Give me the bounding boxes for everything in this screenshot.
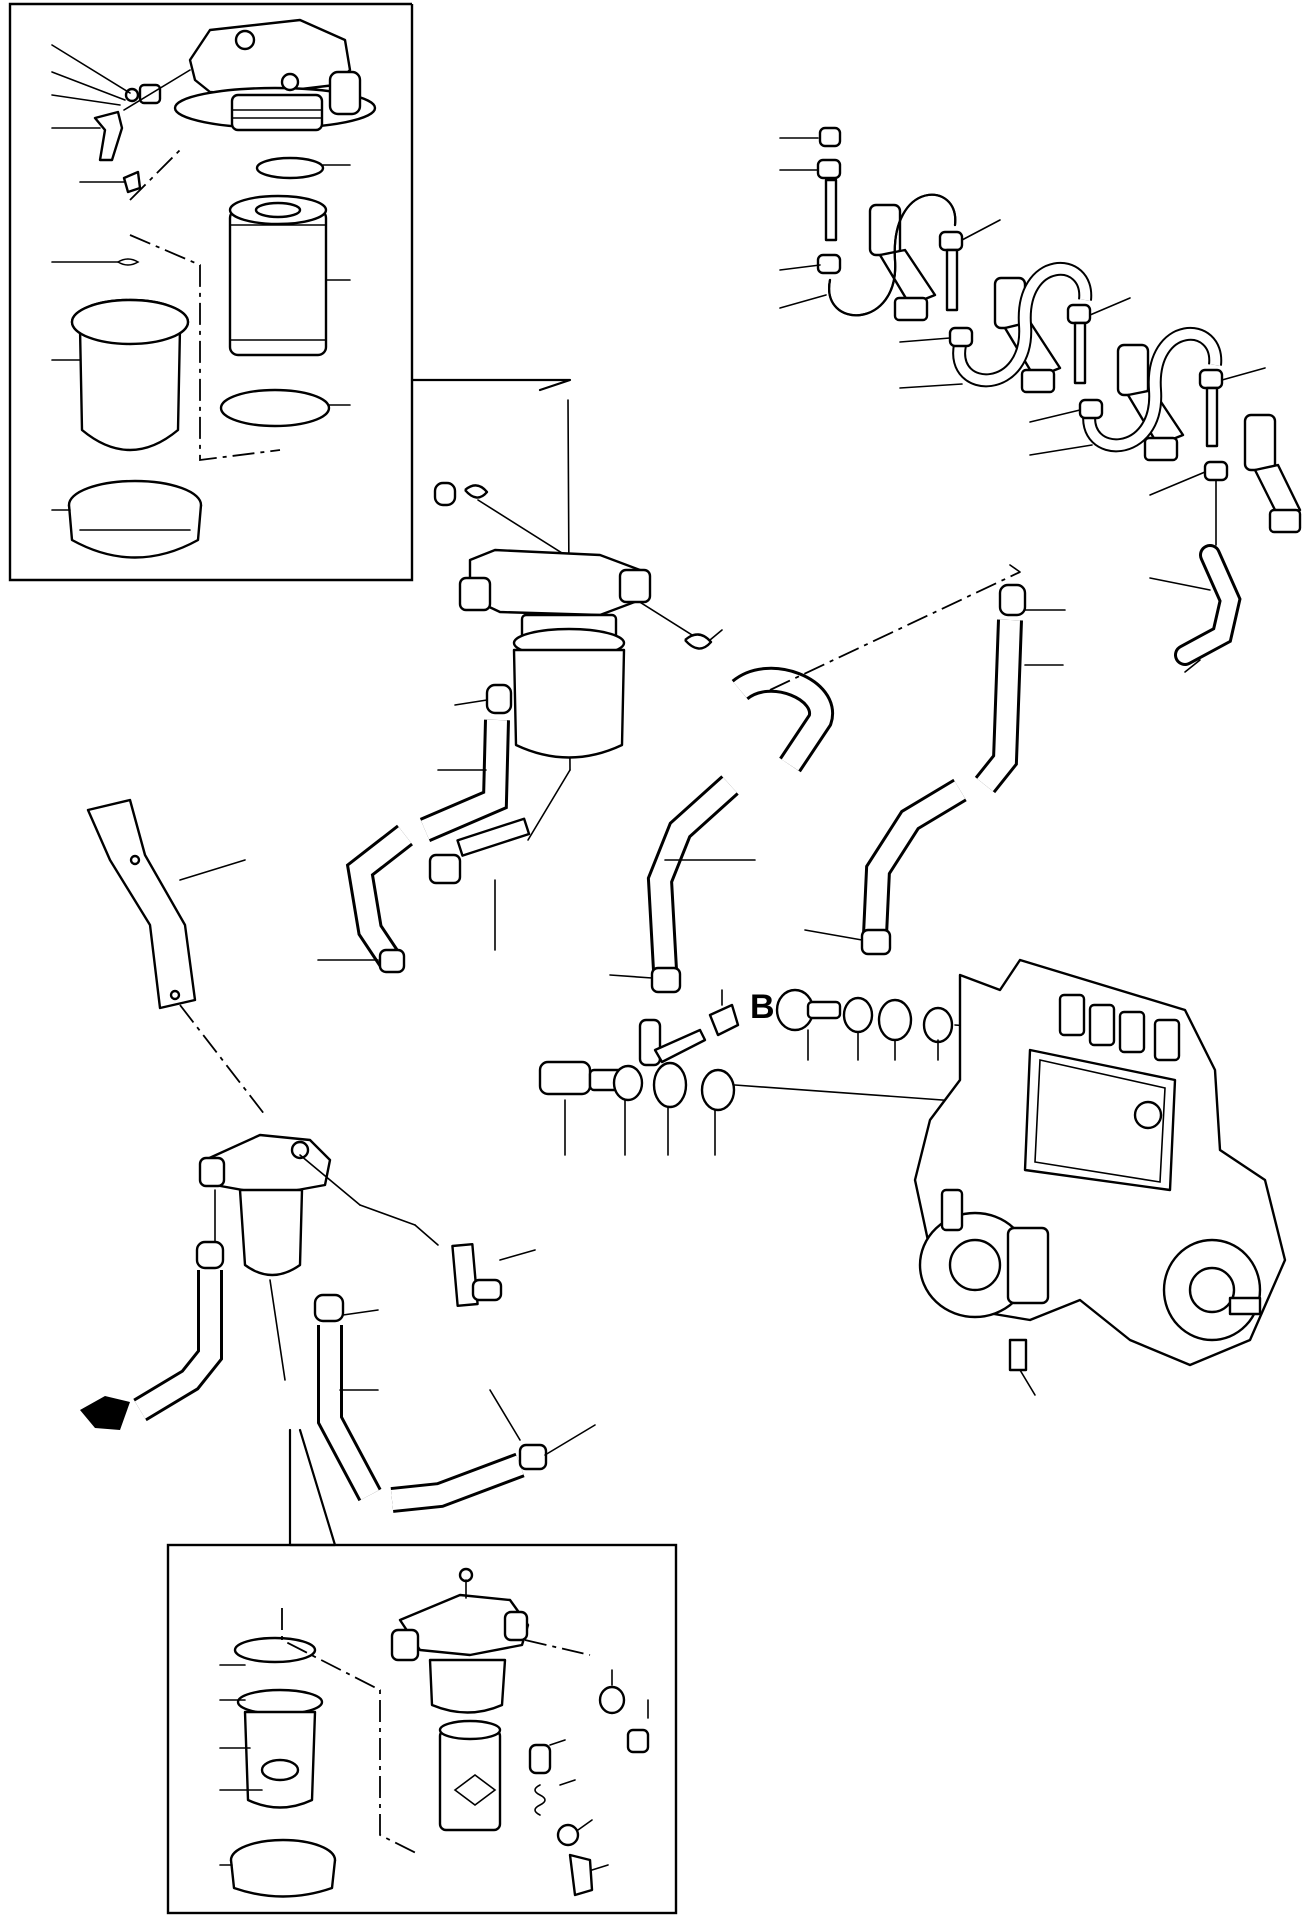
inset-frame-bottom xyxy=(166,1543,678,1915)
filter-bowl-main-part xyxy=(512,613,626,759)
o-ring-large-part xyxy=(219,388,331,428)
inset-frame-top xyxy=(8,2,414,582)
inset-filter-exploded-top xyxy=(8,2,572,582)
bolt-main-part xyxy=(428,817,531,885)
flow-arrow-icon xyxy=(80,1396,130,1430)
view-b-label: B xyxy=(750,988,775,1026)
plug-part xyxy=(122,170,142,194)
hose-clip-part xyxy=(464,484,489,499)
filter-element-bottom-part xyxy=(438,1728,502,1832)
clamp-part xyxy=(433,481,457,507)
injector-4-part xyxy=(1243,413,1302,534)
retaining-ring-top-part xyxy=(67,479,203,559)
fittings-row: B xyxy=(538,988,1151,1156)
injection-lines-group xyxy=(779,126,1302,673)
injection-pump-part xyxy=(913,958,1287,1396)
lower-filter-assembly xyxy=(80,1133,596,1547)
filter-bowl-top-part xyxy=(70,298,190,452)
injector-1-part xyxy=(868,203,937,322)
lever-part xyxy=(93,110,124,162)
main-filter-assembly xyxy=(317,399,1066,994)
filter-head-top xyxy=(173,18,377,132)
spring-part xyxy=(116,258,140,266)
o-ring-small-part xyxy=(255,156,325,180)
filter-element-part xyxy=(228,194,328,357)
cap-part xyxy=(818,126,842,148)
inset-filter-exploded-bottom xyxy=(166,1543,678,1915)
hose-clip-2-part xyxy=(684,633,713,650)
bracket-part xyxy=(86,798,266,1116)
